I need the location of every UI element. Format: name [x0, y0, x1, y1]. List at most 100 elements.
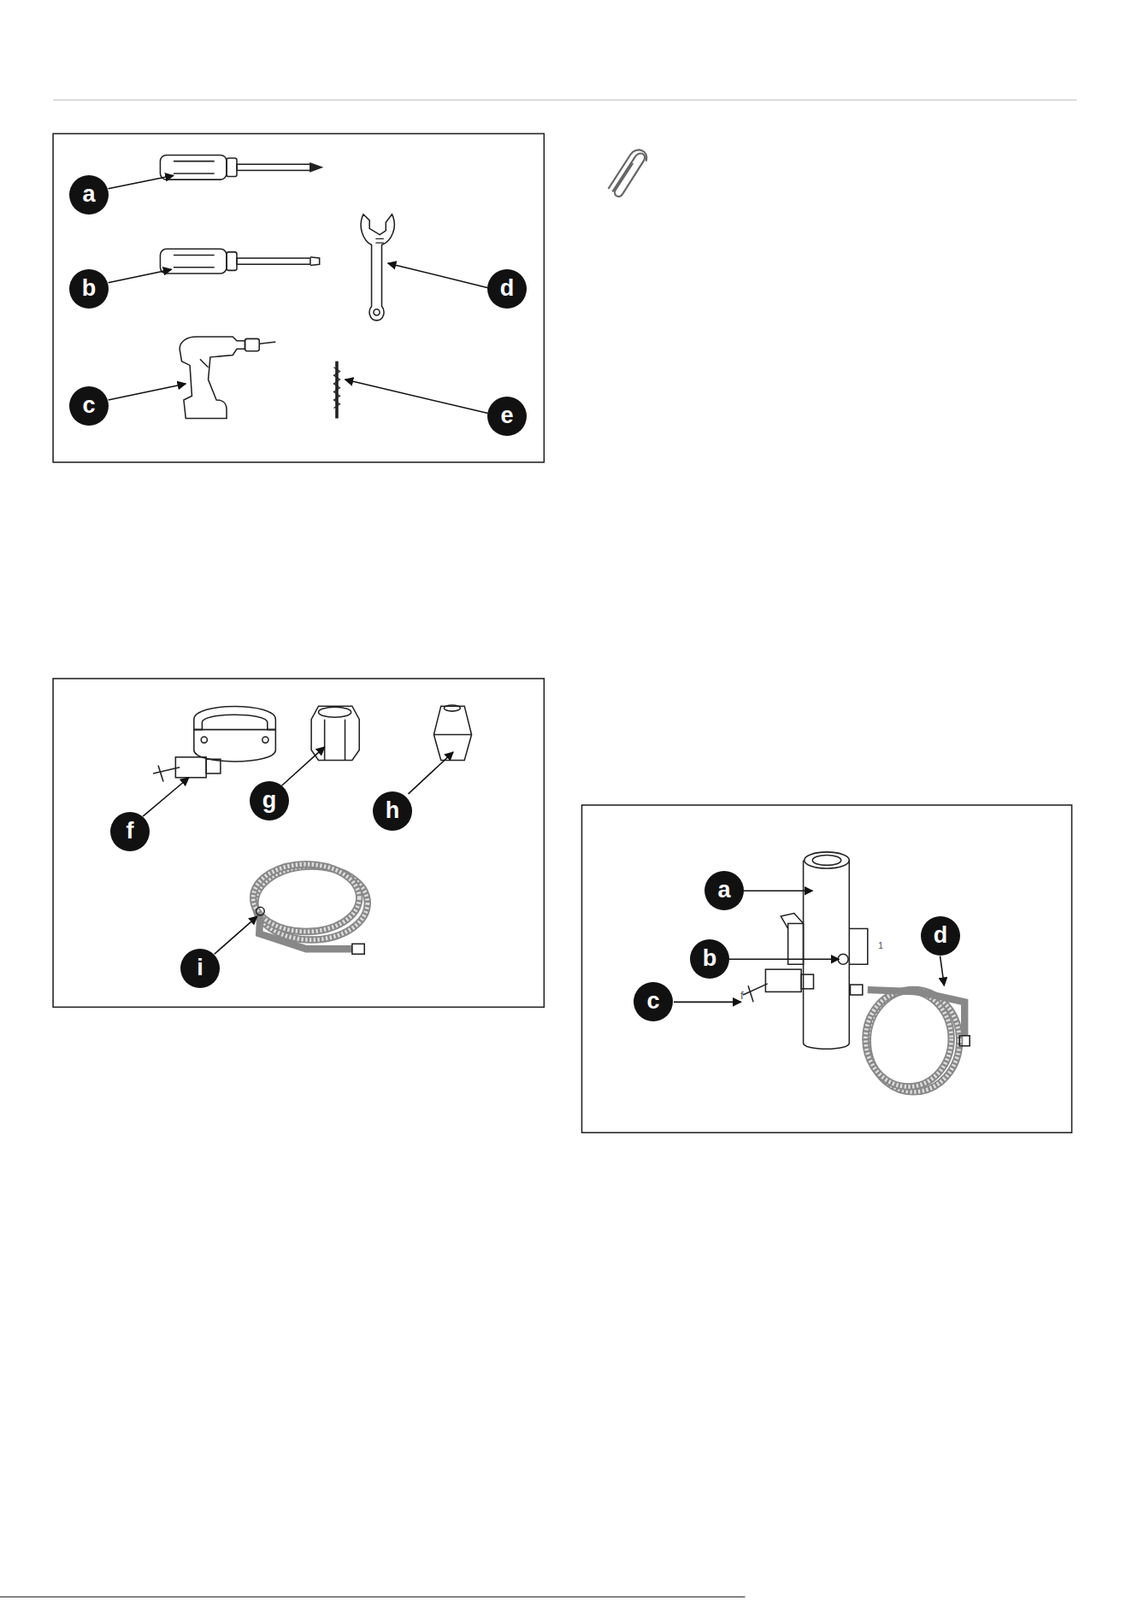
installed-saddle-valve [742, 913, 868, 1003]
illustration-part [173, 266, 215, 269]
illustration-part [959, 1036, 970, 1047]
illustration-part [765, 969, 802, 992]
callout-letter: b [702, 947, 718, 971]
illustration-part [236, 258, 311, 265]
illustration-part [282, 747, 325, 786]
water-pipe [803, 852, 850, 1050]
illustration-part [849, 984, 862, 996]
illustration-part [108, 269, 172, 283]
illustration-part [780, 913, 803, 930]
cordless-drill [179, 336, 276, 419]
illustration-part [360, 214, 395, 321]
saddle-valve [153, 706, 276, 782]
callout-letter: h [385, 799, 401, 823]
callout-letter: e [500, 404, 513, 428]
illustration-part [728, 958, 839, 961]
callout-letter: b [82, 277, 97, 301]
illustration-part [373, 309, 380, 316]
illustration-part [865, 990, 951, 1087]
illustration-part [175, 757, 207, 779]
illustration-part [408, 752, 454, 795]
illustration-part [158, 765, 164, 782]
illustration-part [226, 252, 237, 271]
callout-circle: b [689, 939, 730, 979]
callout-letter: d [500, 277, 515, 301]
illustration-part [788, 923, 804, 965]
illustration-part [310, 257, 320, 266]
flat-screwdriver [159, 248, 319, 274]
illustration-part [803, 860, 850, 1050]
illustration-part [206, 759, 221, 774]
illustration-part [0, 100, 1078, 1598]
illustration-part [837, 954, 849, 965]
illustration-part [179, 336, 245, 419]
illustration-part [443, 705, 460, 712]
phillips-screwdriver [159, 154, 322, 180]
illustration-part [812, 854, 841, 866]
illustration-part [142, 778, 189, 817]
callout-circle: g [249, 781, 289, 821]
callout-circle: b [69, 269, 109, 309]
part-mark: 1 [878, 941, 884, 951]
footer-rule [0, 1597, 746, 1598]
illustration-part [742, 890, 813, 892]
illustration-part [608, 149, 648, 189]
illustration-part [748, 985, 754, 1003]
callout-circle: a [704, 871, 744, 911]
tools-frame [53, 133, 544, 462]
note-icon [608, 149, 648, 196]
callout-circle: i [180, 949, 220, 989]
illustration-part [673, 1002, 742, 1004]
callout-circle: h [372, 791, 413, 832]
illustration-part [333, 367, 340, 409]
illustration-part [262, 736, 269, 743]
callout-letter: f [126, 819, 135, 844]
header-rule [53, 99, 1077, 101]
parts-frame [53, 678, 544, 1008]
illustration-part [173, 172, 215, 175]
install-frame [582, 805, 1073, 1133]
illustration-part [345, 379, 489, 413]
illustration-part [194, 706, 277, 730]
illustration-part [200, 359, 209, 368]
callout-circle: d [920, 916, 961, 956]
illustration-part [214, 916, 258, 955]
part-mark: f [740, 990, 744, 1002]
illustration-part [108, 383, 187, 401]
illustration-part [236, 164, 311, 171]
illustration-part [433, 734, 472, 737]
callout-circle: c [69, 386, 109, 426]
callout-letter: g [262, 789, 278, 813]
illustration-part [173, 160, 215, 163]
illustration-part [108, 175, 174, 189]
callout-letter: d [933, 924, 949, 948]
illustration-part [253, 864, 360, 932]
illustration-part [867, 990, 965, 1037]
illustration-part [344, 719, 347, 761]
illustration-part [256, 907, 266, 916]
illustration-part [804, 852, 850, 869]
callout-letter: c [82, 394, 95, 418]
callout-letter: c [646, 990, 660, 1014]
illustration-part [324, 719, 326, 761]
illustration-part [940, 956, 945, 987]
illustration-part [352, 943, 365, 955]
adjustable-wrench [360, 214, 395, 321]
illustration-part [801, 974, 814, 990]
illustration-part [253, 864, 360, 932]
illustration-part [865, 990, 951, 1087]
illustration-part [310, 163, 322, 172]
braided-hose [253, 864, 368, 955]
illustration-part [200, 736, 207, 743]
callout-circle: f [110, 812, 150, 852]
leader-lines [142, 747, 454, 955]
callout-circle: c [633, 982, 673, 1022]
callout-letter: i [196, 956, 204, 980]
callout-circle: d [487, 269, 527, 309]
callout-letter: a [82, 182, 95, 207]
illustration-part [849, 928, 867, 965]
leader-lines [108, 175, 489, 413]
drill-bit [333, 361, 340, 419]
